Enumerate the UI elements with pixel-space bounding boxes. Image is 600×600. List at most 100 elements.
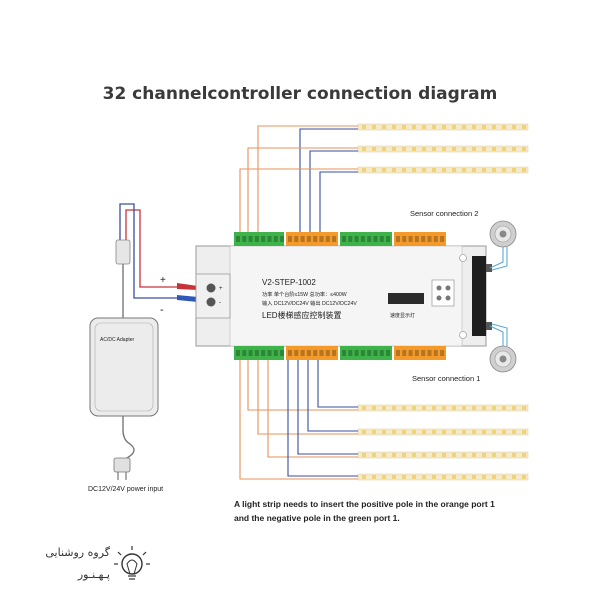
led-chip	[362, 475, 366, 479]
terminal-pin	[354, 236, 359, 242]
sensor-1: Sensor connection 1	[412, 323, 517, 383]
led-chip	[402, 475, 406, 479]
sensor-port-1	[486, 322, 492, 330]
instruction-caption: A light strip needs to insert the positi…	[234, 497, 554, 525]
terminal-orange-bottom-2	[394, 346, 446, 360]
led-chip	[452, 453, 456, 457]
led-chip	[512, 168, 516, 172]
led-chip	[392, 430, 396, 434]
terminal-pin	[427, 236, 432, 242]
terminal-pin	[332, 236, 337, 242]
led-chip	[422, 125, 426, 129]
terminal-pin	[427, 350, 432, 356]
terminal-green-bottom-2	[340, 346, 392, 360]
sensor-2: Sensor connection 2	[410, 209, 517, 271]
led-chip	[372, 168, 376, 172]
led-chip	[492, 125, 496, 129]
led-chip	[452, 475, 456, 479]
led-chip	[442, 475, 446, 479]
caption-line-2: and the negative pole in the green port …	[234, 513, 400, 523]
led-chip	[512, 453, 516, 457]
terminal-pin	[373, 236, 378, 242]
led-chip	[432, 406, 436, 410]
mode-button-1	[436, 285, 442, 291]
diagram-title: 32 channelcontroller connection diagram	[102, 84, 498, 104]
led-chip	[382, 147, 386, 151]
led-chip	[482, 430, 486, 434]
terminal-green-bottom-1	[234, 346, 284, 360]
terminal-pin	[414, 350, 419, 356]
led-strip-top-1	[357, 123, 529, 131]
mode-button-2	[445, 285, 451, 291]
terminal-pin	[236, 236, 240, 242]
led-strip-top-2	[357, 145, 529, 153]
led-chip	[512, 125, 516, 129]
led-chip	[492, 147, 496, 151]
led-chip	[502, 125, 506, 129]
terminal-pin	[288, 236, 292, 242]
led-chip	[522, 125, 526, 129]
power-terminal	[195, 273, 231, 319]
led-strip-bottom-1	[357, 404, 529, 412]
led-chip	[412, 147, 416, 151]
adapter-label: AC/DC Adapter	[100, 337, 135, 343]
led-chip	[402, 430, 406, 434]
controller-unit: + - V2-STEP-1002 功率 单个台阶≤15W 总功率：≤400W 输…	[195, 232, 492, 360]
power-input-label: DC12V/24V power input	[88, 486, 163, 493]
screw-plus	[206, 283, 216, 293]
terminal-pin	[280, 350, 285, 356]
led-chip	[492, 453, 496, 457]
terminal-pin	[342, 350, 346, 356]
led-chip	[442, 147, 446, 151]
terminal-pin	[396, 236, 400, 242]
controller-spec-power: 功率 单个台阶≤15W 总功率：≤400W	[262, 290, 347, 298]
led-chip	[362, 430, 366, 434]
led-chip	[482, 147, 486, 151]
led-strips-top	[357, 123, 529, 174]
led-chip	[492, 475, 496, 479]
led-strip-top-3	[357, 166, 529, 174]
terminal-pin	[313, 236, 318, 242]
dc-plug	[115, 239, 131, 265]
terminal-pin	[325, 350, 330, 356]
led-chip	[512, 147, 516, 151]
wires-top	[239, 125, 358, 234]
led-chip	[442, 168, 446, 172]
led-chip	[452, 168, 456, 172]
terminal-pin	[348, 350, 353, 356]
terminal-pin	[379, 236, 384, 242]
led-chip	[412, 453, 416, 457]
led-strip-bottom-3	[357, 451, 529, 459]
terminal-pin	[300, 236, 305, 242]
led-chip	[442, 453, 446, 457]
led-chip	[482, 406, 486, 410]
led-chip	[462, 430, 466, 434]
led-chip	[362, 125, 366, 129]
led-chip	[502, 406, 506, 410]
led-chip	[442, 125, 446, 129]
led-chip	[462, 147, 466, 151]
terminal-orange-top-1	[286, 232, 338, 246]
led-chip	[522, 475, 526, 479]
led-chip	[422, 453, 426, 457]
led-chip	[432, 430, 436, 434]
led-strips-bottom	[357, 404, 529, 481]
led-chip	[522, 406, 526, 410]
led-chip	[392, 125, 396, 129]
power-adapter: AC/DC Adapter DC12V/24V power input	[88, 239, 163, 493]
led-strip-bottom-2	[357, 428, 529, 436]
terminal-pin	[360, 236, 365, 242]
led-chip	[502, 430, 506, 434]
terminal-pin	[294, 350, 299, 356]
terminal-pin	[236, 350, 240, 356]
led-chip	[422, 406, 426, 410]
terminal-pin	[267, 236, 272, 242]
led-chip	[512, 475, 516, 479]
led-chip	[432, 125, 436, 129]
controller-spec-io: 输入 DC12V/DC24V 输出 DC12V/DC24V	[262, 299, 357, 307]
led-chip	[522, 147, 526, 151]
minus-label: -	[160, 304, 164, 316]
led-chip	[452, 125, 456, 129]
led-chip	[432, 453, 436, 457]
led-chip	[472, 406, 476, 410]
